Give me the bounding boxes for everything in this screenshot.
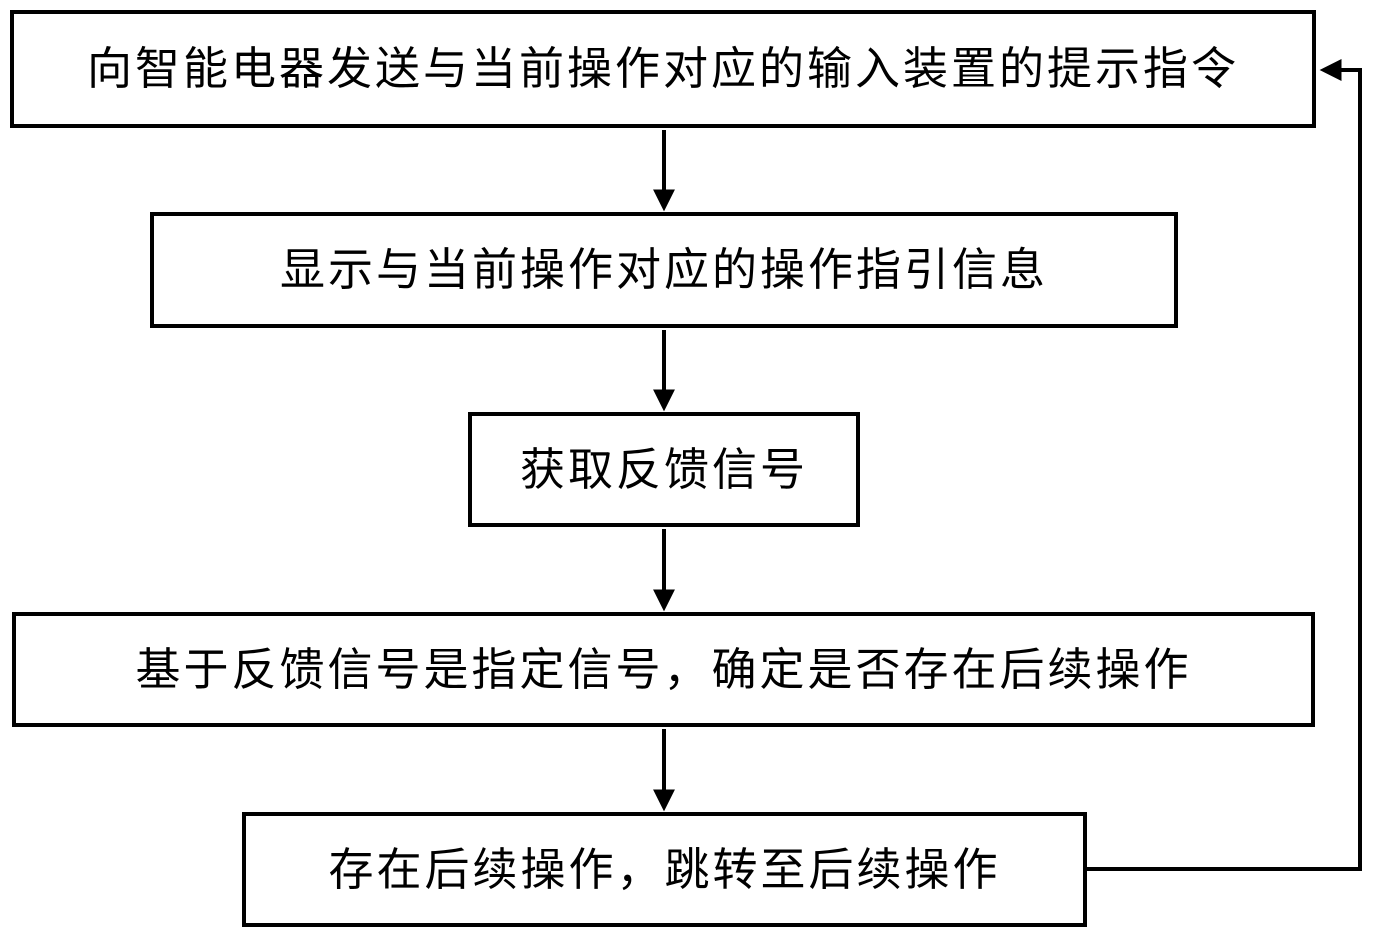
- flow-node-step1-label: 向智能电器发送与当前操作对应的输入装置的提示指令: [86, 44, 1239, 94]
- flow-node-step2-label: 显示与当前操作对应的操作指引信息: [279, 245, 1048, 295]
- flow-node-step5-label: 存在后续操作，跳转至后续操作: [328, 844, 1001, 895]
- flow-node-step4: 基于反馈信号是指定信号，确定是否存在后续操作: [12, 612, 1315, 727]
- flow-node-step4-label: 基于反馈信号是指定信号，确定是否存在后续操作: [135, 644, 1192, 695]
- flow-node-step1: 向智能电器发送与当前操作对应的输入装置的提示指令: [10, 10, 1316, 128]
- flow-node-step3-label: 获取反馈信号: [519, 444, 808, 495]
- feedback-arrow-step5-to-step1-icon: [1087, 59, 1362, 871]
- flow-node-step5: 存在后续操作，跳转至后续操作: [242, 812, 1087, 927]
- flow-node-step3: 获取反馈信号: [468, 412, 860, 527]
- flow-node-step2: 显示与当前操作对应的操作指引信息: [150, 212, 1178, 328]
